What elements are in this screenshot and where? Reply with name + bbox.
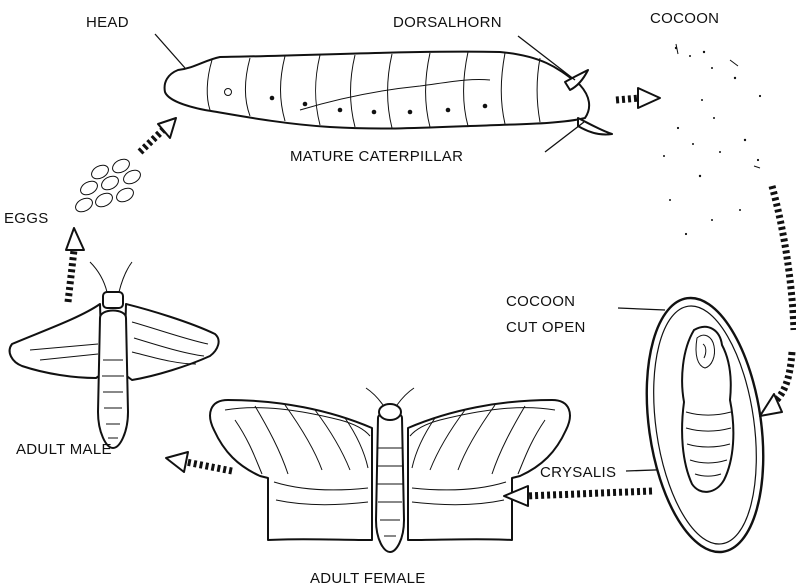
label-eggs: EGGS — [4, 210, 49, 227]
label-mature-caterpillar: MATURE CATERPILLAR — [290, 148, 463, 165]
arrow-crysalis-to-female — [504, 486, 652, 506]
adult-female-illustration — [210, 388, 570, 552]
adult-male-illustration — [10, 262, 219, 448]
label-head: HEAD — [86, 14, 129, 31]
arrow-eggs-to-caterpillar — [140, 118, 176, 152]
cocoon-illustration — [663, 44, 761, 235]
caterpillar-illustration — [165, 52, 612, 135]
arrow-male-to-eggs — [66, 228, 84, 302]
label-crysalis: CRYSALIS — [540, 464, 616, 481]
label-cocoon-cut-open-line2: CUT OPEN — [506, 319, 586, 336]
cocoon-cut-open-leader — [618, 308, 665, 310]
arrow-cocoon-to-cut-open — [772, 186, 794, 330]
label-cocoon-cut-open-line1: COCOON — [506, 293, 575, 310]
crysalis-illustration — [682, 327, 733, 492]
arrow-into-cut-open — [760, 352, 792, 416]
label-cocoon: COCOON — [650, 10, 719, 27]
label-dorsal-horn: DORSALHORN — [393, 14, 502, 31]
label-adult-female: ADULT FEMALE — [310, 570, 426, 587]
mature-caterpillar-leader — [545, 122, 584, 152]
arrow-female-to-male — [166, 452, 232, 472]
head-leader — [155, 34, 185, 68]
eggs-illustration — [73, 156, 143, 214]
label-adult-male: ADULT MALE — [16, 441, 112, 458]
arrow-caterpillar-to-cocoon — [616, 88, 660, 108]
